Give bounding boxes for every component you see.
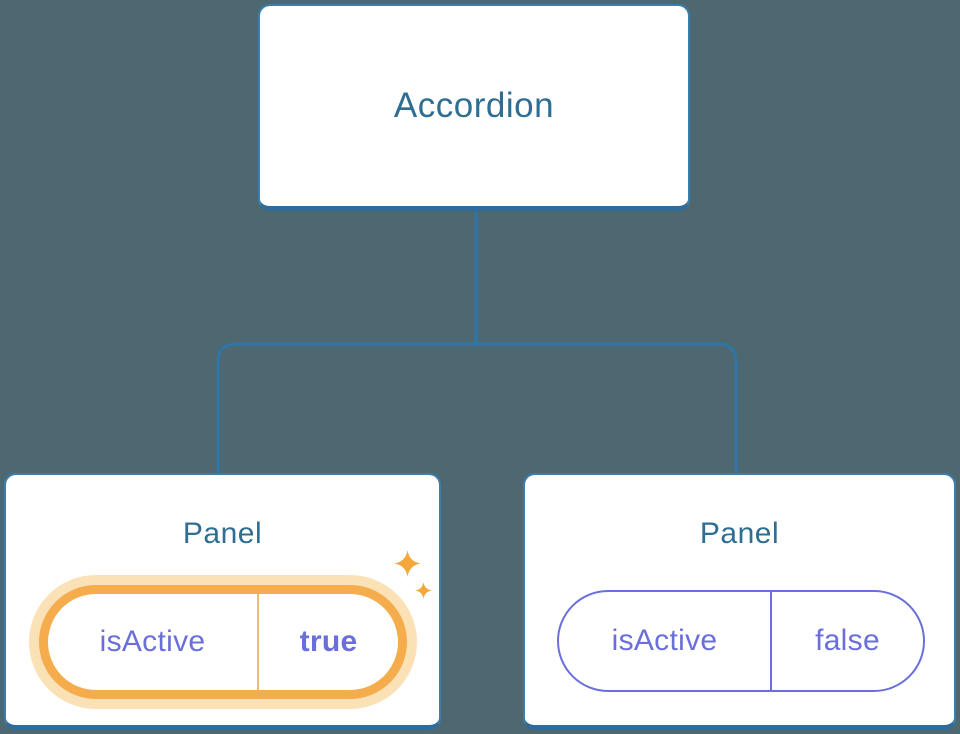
sparkle-icon xyxy=(394,550,421,577)
pill-divider xyxy=(257,594,259,690)
prop-name-label: isActive xyxy=(611,624,718,657)
panel-node-inactive: Panel isActive false xyxy=(523,473,956,730)
panel-node-active: Panel isActive true xyxy=(4,473,441,730)
prop-value-label: true xyxy=(299,625,358,658)
accordion-node-label: Accordion xyxy=(393,86,555,125)
pill-divider xyxy=(770,592,772,690)
accordion-node: Accordion xyxy=(258,4,690,211)
connector-branches xyxy=(216,342,738,474)
sparkle-icon xyxy=(415,582,432,599)
active-state-glow: isActive true xyxy=(29,575,417,709)
panel-node-label: Panel xyxy=(699,517,780,550)
panel-node-label: Panel xyxy=(182,517,263,550)
prop-name-label: isActive xyxy=(99,625,206,658)
state-pill-active: isActive true xyxy=(39,585,407,699)
state-pill-inactive: isActive false xyxy=(557,590,925,692)
prop-value-label: false xyxy=(815,624,880,657)
